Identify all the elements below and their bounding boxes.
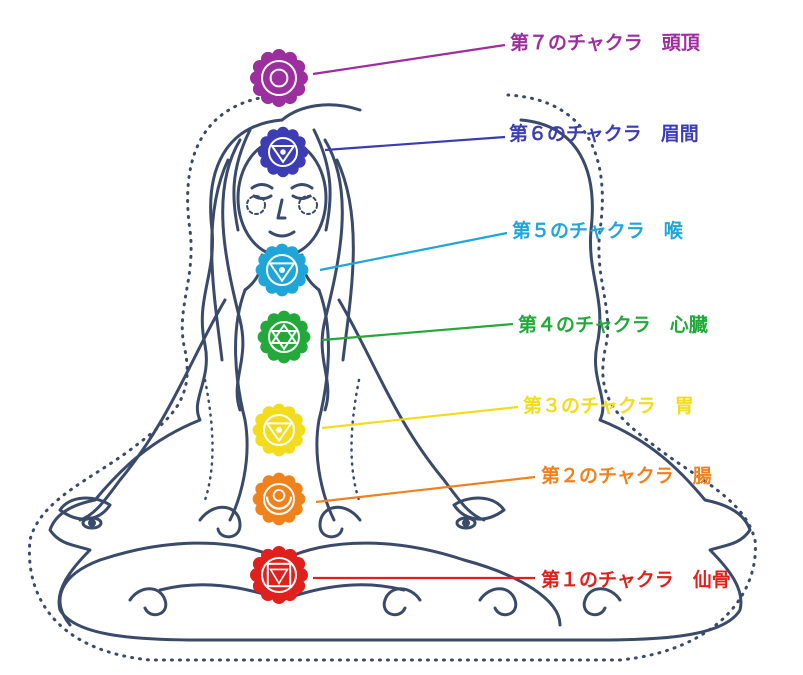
chakra-label-7: 第７のチャクラ 頭頂 bbox=[510, 32, 700, 54]
right-hand bbox=[452, 496, 506, 521]
third-eye-chakra-icon bbox=[257, 126, 309, 178]
connector-lines bbox=[312, 43, 536, 580]
connector-line-7 bbox=[312, 43, 506, 76]
connector-line-6 bbox=[324, 135, 506, 152]
chakra-label-6: 第６のチャクラ 眉間 bbox=[509, 123, 699, 145]
chakra-label-2: 第２のチャクラ 腸 bbox=[541, 465, 712, 487]
root-chakra-icon bbox=[250, 546, 308, 604]
connector-line-4 bbox=[321, 322, 514, 342]
chakra-label-3: 第３のチャクラ 胃 bbox=[523, 395, 694, 417]
left-hand bbox=[58, 496, 112, 521]
heart-chakra-icon bbox=[257, 310, 311, 364]
crown-chakra-icon bbox=[250, 49, 308, 107]
hair-outline bbox=[48, 118, 752, 642]
chakra-label-1: 第１のチャクラ 仙骨 bbox=[541, 569, 731, 591]
solar-plexus-chakra-icon bbox=[252, 403, 306, 457]
connector-line-5 bbox=[319, 231, 508, 272]
connector-line-3 bbox=[321, 405, 519, 430]
meditating-woman-figure bbox=[27, 93, 757, 662]
chakra-label-4: 第４のチャクラ 心臓 bbox=[518, 314, 708, 336]
connector-line-2 bbox=[315, 475, 536, 504]
chakra-icons bbox=[250, 49, 311, 604]
chakra-label-5: 第５のチャクラ 喉 bbox=[512, 220, 683, 242]
sacral-chakra-icon bbox=[252, 472, 306, 526]
throat-chakra-icon bbox=[255, 243, 309, 297]
